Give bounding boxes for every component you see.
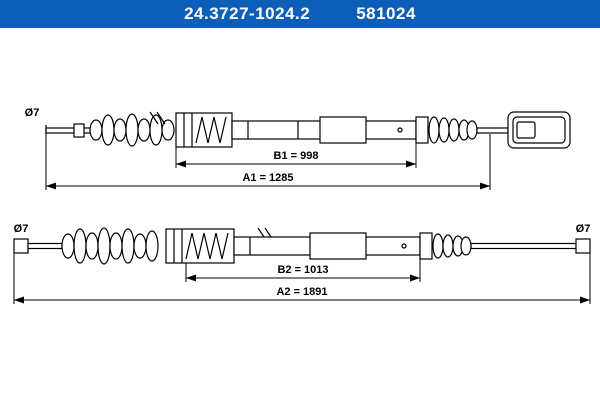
cable-sheath [233, 232, 421, 260]
cable-rod-left [27, 242, 63, 250]
cable-boot-left [61, 227, 159, 265]
bottom-cable-drawing: Ø7 Ø7 [13, 223, 591, 304]
cable-connector-left [13, 238, 29, 254]
cable-adjuster-body [175, 112, 233, 148]
top-cable-drawing: Ø7 [25, 107, 571, 190]
dim-a1-label: A1 = 1285 [242, 172, 293, 184]
cable-connector-right [575, 238, 591, 254]
break-mark-top [149, 111, 166, 125]
cable-adjuster-body [165, 228, 235, 264]
cable-ferrule-right [415, 116, 429, 144]
bottom-diameter-label-right: Ø7 [576, 223, 591, 235]
cable-diagram: Ø7 [13, 107, 591, 304]
cable-rod-right [476, 127, 509, 134]
bottom-diameter-label-left: Ø7 [14, 223, 29, 235]
part-number: 24.3727-1024.2 [184, 4, 311, 23]
header-bar: 24.3727-1024.2 581024 [0, 0, 600, 28]
dimension-b1: B1 = 998 [175, 143, 417, 168]
dimension-a2: A2 = 1891 [13, 253, 591, 304]
cable-boot-right [428, 116, 478, 144]
dimension-a1: A1 = 1285 [45, 134, 491, 190]
cable-ferrule-left [73, 123, 85, 138]
clevis-end-fitting [507, 111, 571, 149]
cable-ferrule-right [419, 232, 433, 260]
top-diameter-label: Ø7 [25, 107, 40, 119]
cable-boot-right [432, 233, 472, 259]
cable-sheath [231, 116, 417, 144]
cable-boot-left [89, 113, 175, 147]
reference-number: 581024 [356, 4, 416, 23]
dim-a2-label: A2 = 1891 [276, 286, 327, 298]
dim-b1-label: B1 = 998 [274, 150, 319, 162]
dim-b2-label: B2 = 1013 [277, 264, 328, 276]
cable-rod-right [470, 242, 577, 250]
dimension-b2: B2 = 1013 [185, 259, 421, 282]
